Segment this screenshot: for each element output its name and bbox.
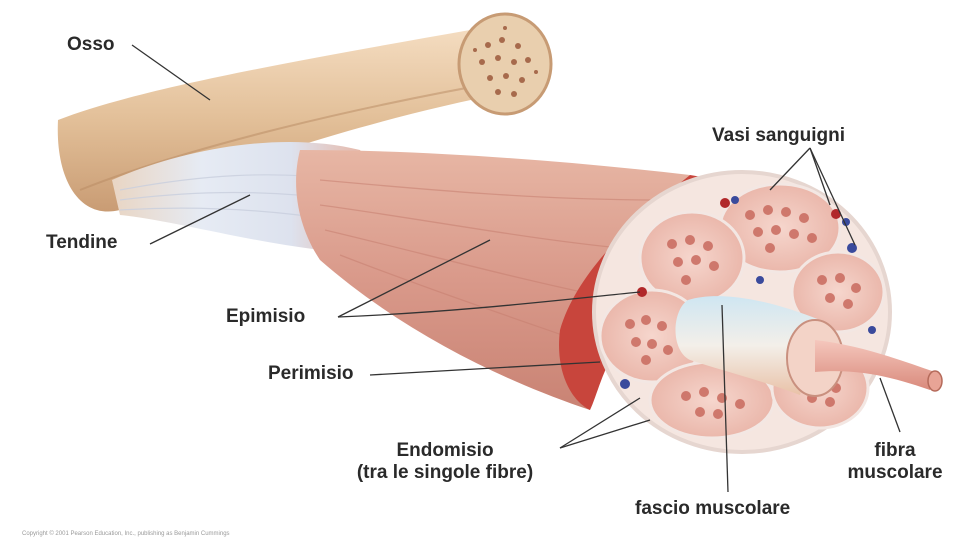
label-epimisio: Epimisio: [226, 306, 305, 328]
label-endomisio-line2: (tra le singole fibre): [330, 462, 560, 484]
leader-endomisio-1: [560, 420, 650, 448]
label-endomisio-line1: Endomisio: [330, 440, 560, 462]
label-fibra-line2: muscolare: [840, 462, 950, 484]
label-tendine: Tendine: [46, 232, 117, 254]
leader-endomisio-2: [560, 398, 640, 448]
label-fibra-line1: fibra: [840, 440, 950, 462]
label-vasi-sanguigni: Vasi sanguigni: [712, 125, 845, 147]
label-osso: Osso: [67, 34, 115, 56]
leader-fibra: [880, 378, 900, 432]
label-perimisio: Perimisio: [268, 363, 354, 385]
muscle-cross-section: [594, 172, 942, 452]
copyright-caption: Copyright © 2001 Pearson Education, Inc.…: [22, 531, 230, 537]
label-fascio-muscolare: fascio muscolare: [635, 498, 790, 520]
